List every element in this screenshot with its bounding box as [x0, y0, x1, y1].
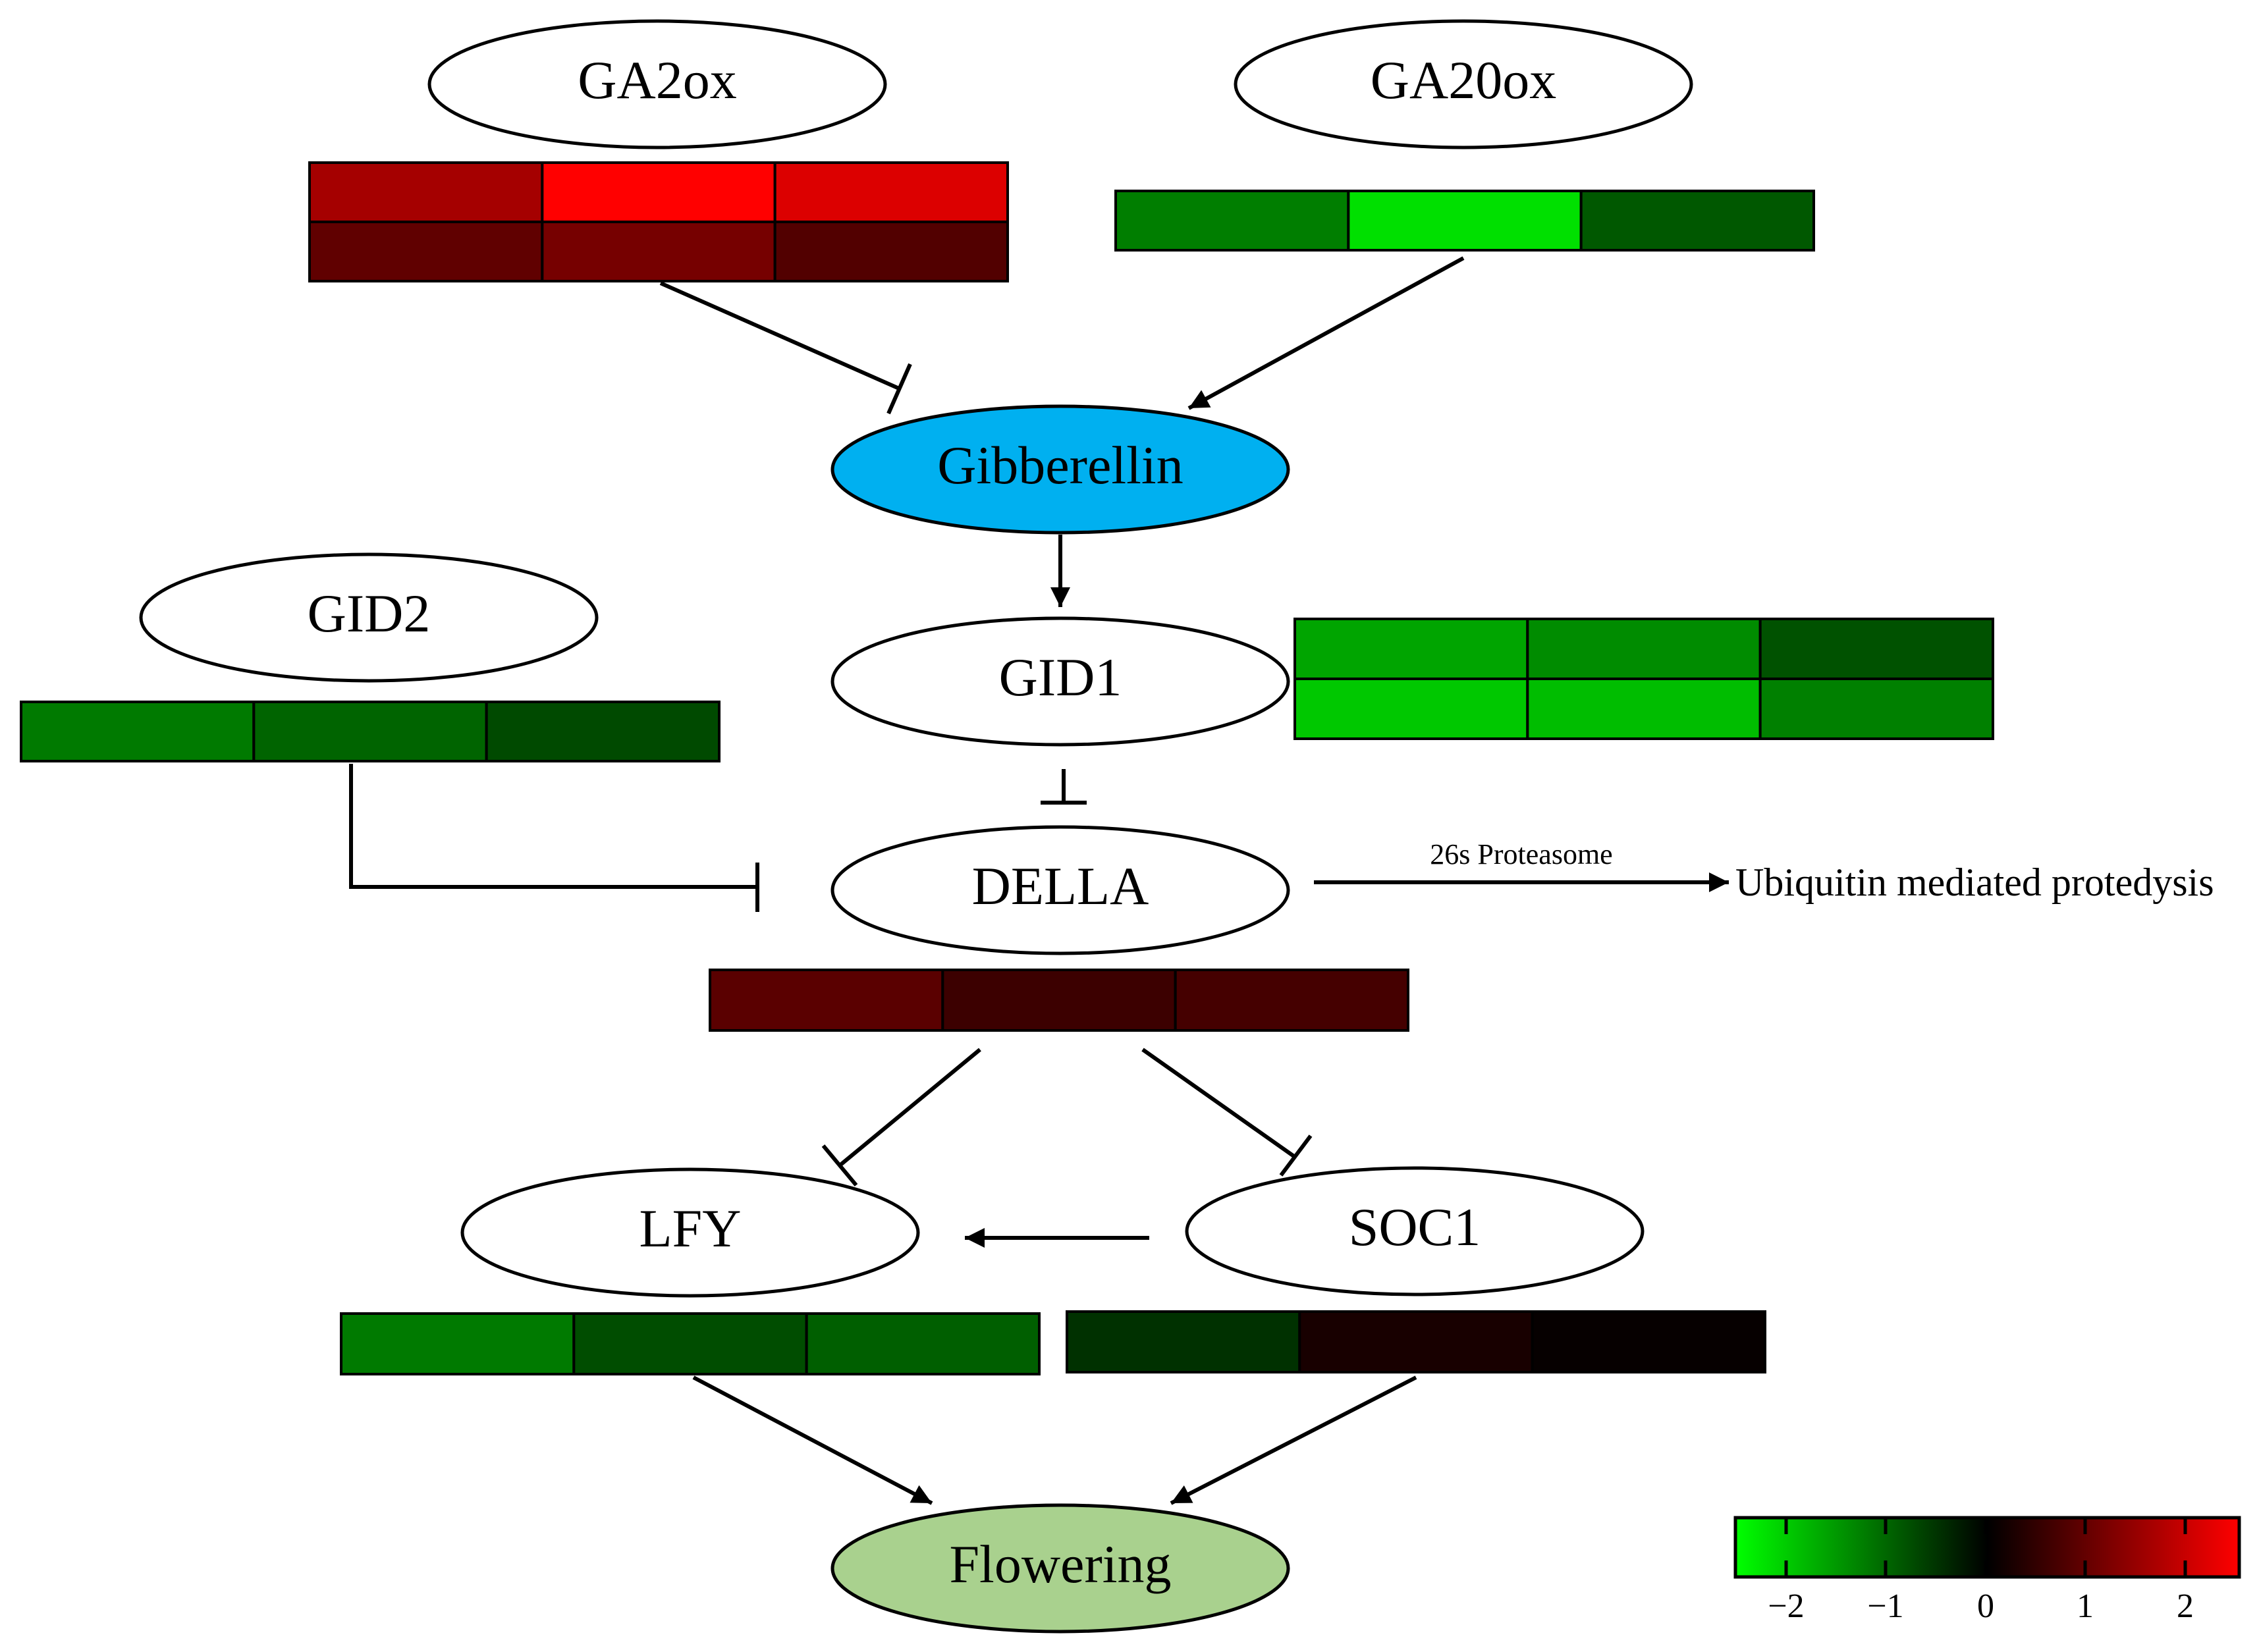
proteasome-arrow-label: 26s Proteasome: [1430, 838, 1612, 870]
heatmap-della-cell-r1-c3: [1174, 969, 1409, 1032]
heatmap-lfy-cell-r1-c2: [572, 1312, 808, 1375]
color-scale-ticks: −2 −1 0 1 2: [1768, 1518, 2194, 1625]
node-lfy-label: LFY: [640, 1198, 742, 1258]
heatmap-della-cell-r1-c1: [709, 969, 944, 1032]
heatmap-soc1-cell-r1-c3: [1531, 1310, 1767, 1373]
node-della-label: DELLA: [972, 856, 1149, 916]
node-della-ellipse: [830, 825, 1290, 955]
heatmap-gid1: [1293, 618, 1995, 740]
node-ga20ox-label: GA20ox: [1371, 50, 1556, 110]
heatmap-ga2ox-cell-r2-c2: [541, 221, 776, 282]
heatmap-gid2-cell-r1-c1: [20, 701, 256, 762]
node-soc1: SOC1: [1185, 1166, 1645, 1296]
color-scale-tick-label: −1: [1867, 1587, 1903, 1625]
heatmap-gid1-cell-r2-c3: [1758, 678, 1995, 740]
heatmap-ga2ox-cell-r1-c1: [308, 161, 544, 223]
heatmap-gid1-cell-r2-c1: [1293, 678, 1529, 740]
node-gid2: GID2: [139, 552, 599, 683]
heatmap-ga2ox-cell-r2-c1: [308, 221, 544, 282]
color-scale-tick-label: 0: [1977, 1587, 1994, 1625]
node-lfy-ellipse: [460, 1167, 920, 1298]
heatmap-ga20ox-cell-r1-c3: [1579, 190, 1816, 252]
heatmap-ga2ox-cell-r1-c3: [773, 161, 1009, 223]
heatmap-gid1-cell-r1-c3: [1758, 618, 1995, 680]
ubiquitin-proteolysis-label: Ubiquitin mediated protedysis: [1735, 861, 2214, 904]
heatmap-gid1-cell-r1-c1: [1293, 618, 1529, 680]
node-flowering-label: Flowering: [949, 1534, 1171, 1594]
heatmap-soc1-cell-r1-c2: [1298, 1310, 1534, 1373]
color-scale-tick-label: 1: [2077, 1587, 2094, 1625]
heatmap-ga20ox: [1114, 190, 1816, 252]
node-gibberellin-label: Gibberellin: [937, 435, 1183, 495]
node-soc1-label: SOC1: [1349, 1197, 1481, 1257]
edge-ga2ox-inhibits-gibberellin: [659, 281, 912, 415]
node-gid2-label: GID2: [308, 583, 431, 643]
heatmap-ga2ox-cell-r1-c2: [541, 161, 776, 223]
heatmap-ga20ox-cell-r1-c2: [1347, 190, 1583, 252]
node-gid1: GID1: [830, 616, 1290, 747]
heatmap-lfy-cell-r1-c1: [340, 1312, 576, 1375]
edge-soc1-activates-flowering: [1170, 1375, 1417, 1505]
heatmap-soc1: [1066, 1310, 1767, 1373]
node-gid1-label: GID1: [999, 647, 1122, 707]
heatmap-della-cell-r1-c2: [941, 969, 1177, 1032]
node-flowering: Flowering: [830, 1503, 1290, 1634]
heatmap-ga2ox: [308, 161, 1009, 282]
heatmap-gid1-cell-r1-c2: [1526, 618, 1762, 680]
color-scale-tick-label: 2: [2177, 1587, 2194, 1625]
edge-gid2-inhibits-della: [349, 764, 759, 912]
heatmap-della: [709, 969, 1409, 1032]
edge-lfy-activates-flowering: [692, 1375, 933, 1505]
node-gibberellin-ellipse: [830, 404, 1290, 535]
edge-della-inhibits-soc1: [1141, 1048, 1313, 1177]
heatmap-soc1-cell-r1-c1: [1066, 1310, 1301, 1373]
node-ga2ox-ellipse: [427, 19, 887, 149]
heatmap-gid1-cell-r2-c2: [1526, 678, 1762, 740]
node-lfy: LFY: [460, 1167, 920, 1298]
edges: [349, 256, 1729, 1505]
node-gid2-ellipse: [139, 552, 599, 683]
node-ga2ox: GA2ox: [427, 19, 887, 149]
edge-gid1-inhibits-della: [1041, 769, 1087, 805]
node-gibberellin: Gibberellin: [830, 404, 1290, 535]
heatmap-gid2: [20, 701, 721, 762]
edge-ga20ox-activates-gibberellin: [1187, 256, 1465, 410]
color-scale-tick-label: −2: [1768, 1587, 1804, 1625]
node-ga20ox: GA20ox: [1234, 19, 1693, 149]
heatmap-lfy: [340, 1312, 1041, 1375]
color-scale-legend: −2 −1 0 1 2: [1733, 1516, 2241, 1625]
node-gid1-ellipse: [830, 616, 1290, 747]
node-della: DELLA: [830, 825, 1290, 955]
heatmap-gid2-cell-r1-c2: [252, 701, 488, 762]
edge-della-inhibits-lfy: [821, 1048, 981, 1186]
node-ga2ox-label: GA2ox: [578, 50, 736, 110]
heatmap-lfy-cell-r1-c3: [805, 1312, 1041, 1375]
heatmap-gid2-cell-r1-c3: [485, 701, 721, 762]
heatmap-ga2ox-cell-r2-c3: [773, 221, 1009, 282]
heatmap-ga20ox-cell-r1-c1: [1114, 190, 1350, 252]
node-flowering-ellipse: [830, 1503, 1290, 1634]
node-soc1-ellipse: [1185, 1166, 1645, 1296]
node-ga20ox-ellipse: [1234, 19, 1693, 149]
